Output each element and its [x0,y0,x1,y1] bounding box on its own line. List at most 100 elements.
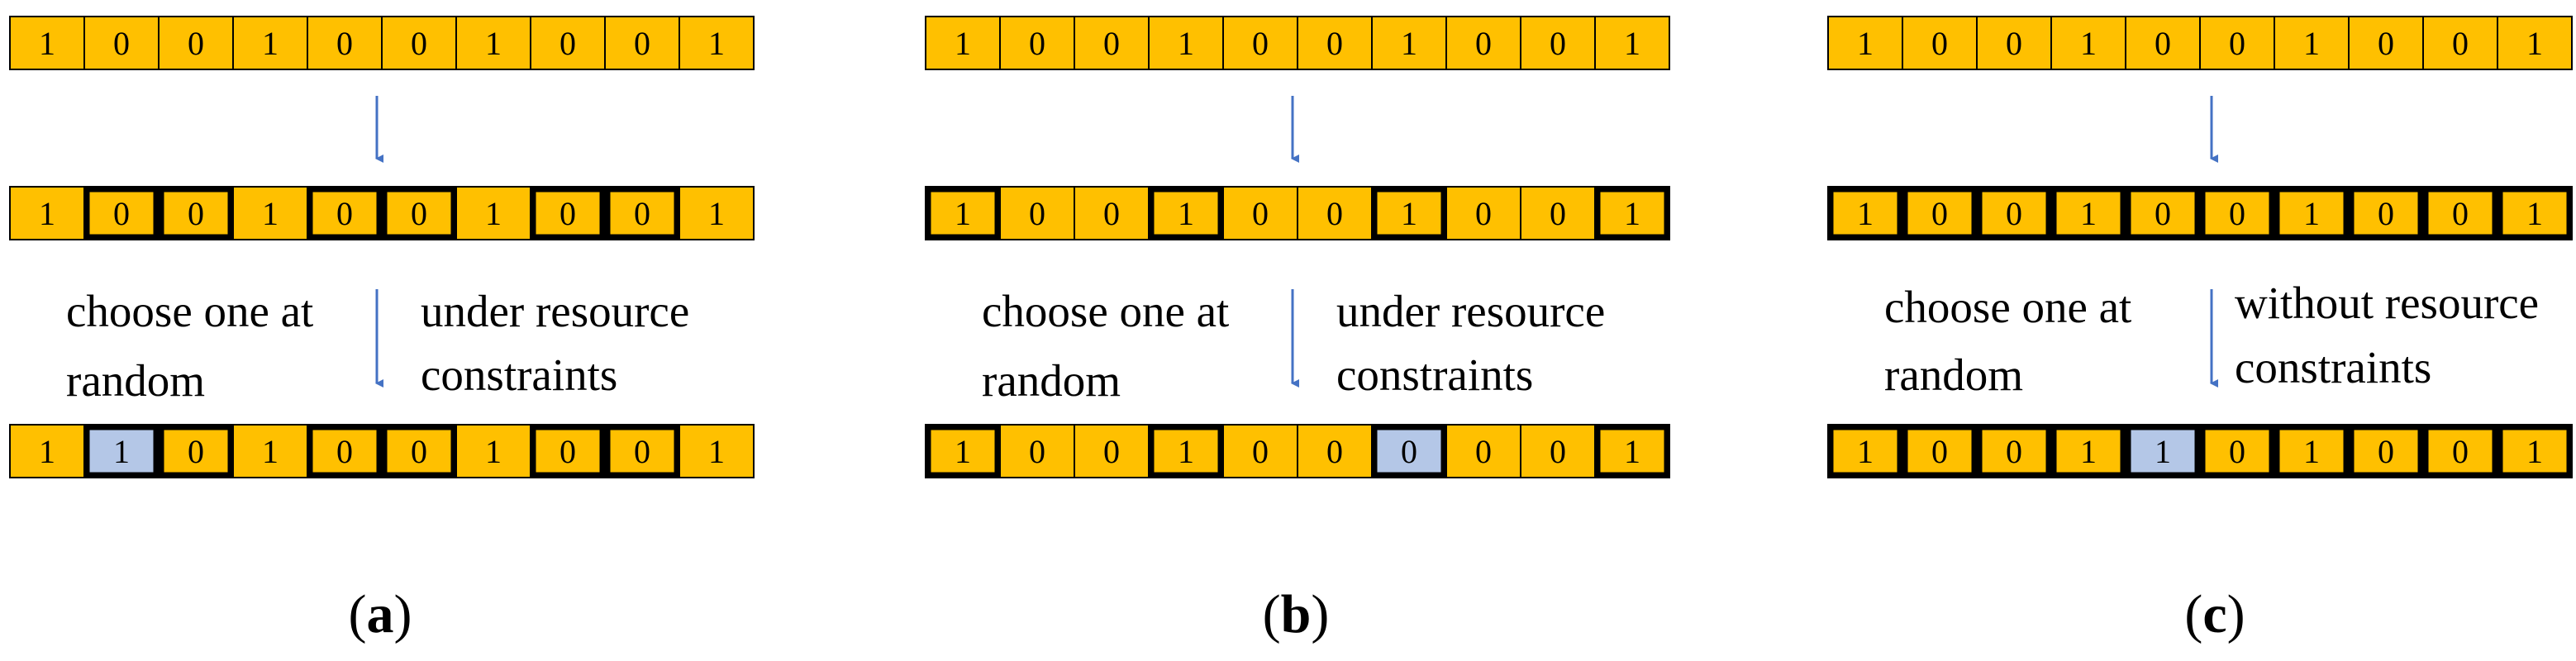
bit-value: 0 [559,25,576,62]
bit-cell-candidate: 1 [1371,186,1447,240]
bit-cell: 1 [1594,16,1670,70]
bold-cell-border [83,424,160,478]
bit-cell: 0 [381,16,457,70]
bold-cell-border [2125,424,2201,478]
bit-cell: 0 [1520,186,1596,240]
annotation-right-line-1: without resource [2235,278,2539,328]
bit-value: 1 [39,195,55,232]
bold-cell-border [530,424,606,478]
bit-cell: 0 [1074,186,1150,240]
bit-cell-candidate: 0 [2199,186,2275,240]
bit-cell-candidate: 0 [604,424,680,478]
bold-cell-border [2050,186,2126,240]
bit-value: 0 [2006,195,2022,232]
bit-cell-candidate: 1 [2497,186,2573,240]
bit-cell: 0 [1445,16,1521,70]
panel-label: (a) [349,584,412,644]
bit-value: 0 [1252,195,1269,232]
bit-cell: 1 [9,424,85,478]
bit-cell: 1 [9,186,85,240]
bit-cell: 0 [2125,16,2201,70]
bit-cell: 1 [232,424,308,478]
bit-cell: 1 [1371,16,1447,70]
bit-cell: 0 [2422,16,2498,70]
bit-value: 0 [1401,433,1417,470]
bit-value: 1 [1401,195,1417,232]
bit-cell: 1 [925,16,1001,70]
bit-value: 1 [262,195,279,232]
bold-cell-border [2497,186,2573,240]
bit-value: 0 [634,195,650,232]
bit-cell-candidate: 1 [1827,186,1903,240]
bit-value: 0 [411,433,427,470]
bit-value: 1 [955,25,971,62]
bit-cell: 0 [307,16,383,70]
bit-value: 0 [1931,25,1948,62]
bold-cell-border [1827,186,1903,240]
bit-value: 1 [2526,433,2543,470]
bit-cell: 1 [455,424,531,478]
bit-cell-candidate: 1 [2050,186,2126,240]
annotation-right-line-2: constraints [1336,350,1533,400]
bit-cell: 0 [999,186,1075,240]
bit-cell: 0 [2348,16,2424,70]
bit-value: 0 [2378,433,2394,470]
bit-value: 1 [39,433,55,470]
bit-cell: 0 [83,16,160,70]
bit-cell-candidate: 1 [1594,424,1670,478]
bit-cell: 1 [9,16,85,70]
bold-cell-border [1902,186,1978,240]
bit-value: 0 [1029,433,1045,470]
bit-cell: 0 [1222,424,1298,478]
bit-cell-candidate: 0 [604,186,680,240]
bold-cell-border [1371,424,1447,478]
bit-value: 0 [1029,25,1045,62]
bit-value: 0 [2452,433,2469,470]
bit-cell: 0 [1445,186,1521,240]
bit-value: 0 [411,195,427,232]
bit-cell-candidate: 0 [307,424,383,478]
bit-cell: 0 [158,16,234,70]
bit-value: 1 [2155,433,2171,470]
bold-cell-border [1148,186,1224,240]
bit-value: 0 [188,195,204,232]
bold-cell-border [604,424,680,478]
bit-value: 1 [485,195,502,232]
panel-label: (c) [2184,584,2245,644]
bold-cell-border [158,424,234,478]
bit-value: 0 [113,25,130,62]
bit-value: 0 [1326,433,1343,470]
bit-value: 1 [2303,195,2320,232]
bit-cell-candidate: 1 [1148,424,1224,478]
bit-value: 1 [485,25,502,62]
bit-cell-candidate: 0 [158,186,234,240]
bit-cell: 0 [1520,424,1596,478]
annotation-left-line-2: random [982,355,1121,406]
bit-cell-candidate: 1 [1148,186,1224,240]
bold-cell-border [1148,424,1224,478]
bit-value: 0 [2229,195,2245,232]
bold-cell-border [158,186,234,240]
bit-value: 0 [113,195,130,232]
annotation-left-line-2: random [1884,350,2023,400]
bit-value: 0 [2229,25,2245,62]
bit-value: 1 [1624,433,1640,470]
bit-cell: 1 [1148,16,1224,70]
bold-cell-border [2274,424,2350,478]
bit-value: 0 [2155,25,2171,62]
bit-value: 0 [1103,25,1120,62]
bit-value: 1 [262,433,279,470]
bold-cell-border [925,424,1001,478]
bit-cell: 1 [455,16,531,70]
annotation-left-line-1: choose one at [1884,282,2131,332]
bit-cell-candidate: 0 [530,186,606,240]
bold-cell-border [530,186,606,240]
bold-cell-border [2348,186,2424,240]
bit-value: 0 [559,433,576,470]
bit-cell-candidate: 1 [925,424,1001,478]
bold-cell-border [1827,424,1903,478]
bit-cell: 0 [2199,16,2275,70]
